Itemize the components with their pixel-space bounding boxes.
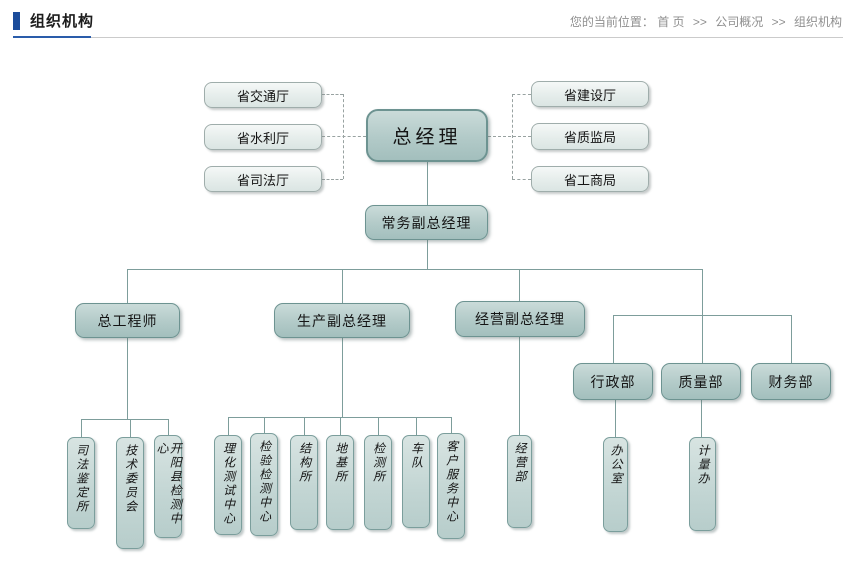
org-node-construction-dept: 省建设厅 <box>531 81 649 107</box>
connector-line <box>615 400 616 437</box>
connector-line <box>416 417 417 435</box>
page-title: 组织机构 <box>30 13 95 30</box>
connector-line <box>340 417 341 435</box>
connector-line <box>702 269 703 363</box>
connector-line <box>264 417 265 433</box>
dashed-connector-line <box>488 136 531 137</box>
org-node-general-manager: 总经理 <box>366 109 488 162</box>
org-node-quality-dept: 质量部 <box>661 363 741 400</box>
org-node-metrology-office: 计量办 <box>689 437 716 531</box>
org-node-customer-service-center: 客户服务中心 <box>437 433 465 539</box>
connector-line <box>127 269 128 303</box>
header-divider <box>91 37 843 38</box>
org-node-inspection-testing-center: 检验检测中心 <box>250 433 278 536</box>
connector-line <box>342 269 343 303</box>
breadcrumb-link-company-profile[interactable]: 公司概况 <box>715 15 764 29</box>
org-node-quality-supervision-bureau: 省质监局 <box>531 123 649 150</box>
org-node-admin-dept: 行政部 <box>573 363 653 400</box>
connector-line <box>127 269 703 270</box>
breadcrumb-link-organization[interactable]: 组织机构 <box>793 15 842 29</box>
connector-line <box>427 162 428 205</box>
org-node-operations-deputy: 经营副总经理 <box>455 301 585 337</box>
dashed-connector-line <box>322 179 343 180</box>
connector-line <box>168 419 169 435</box>
org-node-judicial-appraisal-institute: 司法鉴定所 <box>67 437 95 529</box>
org-node-structure-institute: 结构所 <box>290 435 318 530</box>
connector-line <box>519 337 520 435</box>
dashed-connector-line <box>512 179 531 180</box>
dashed-connector-line <box>322 136 366 137</box>
connector-line <box>130 419 131 437</box>
org-node-testing-institute: 检测所 <box>364 435 392 530</box>
connector-line <box>228 417 451 418</box>
connector-line <box>378 417 379 435</box>
connector-line <box>451 417 452 433</box>
connector-line <box>613 315 614 363</box>
org-node-transport-dept: 省交通厅 <box>204 82 322 108</box>
org-node-kaiyang-testing-center: 开阳县检测中心 <box>154 435 182 538</box>
connector-line <box>304 417 305 435</box>
connector-line <box>81 419 168 420</box>
org-node-vehicle-fleet: 车队 <box>402 435 430 528</box>
connector-line <box>519 269 520 301</box>
org-node-technical-committee: 技术委员会 <box>116 437 144 549</box>
connector-line <box>228 417 229 435</box>
org-node-water-dept: 省水利厅 <box>204 124 322 150</box>
org-node-physchem-testing-center: 理化测试中心 <box>214 435 242 535</box>
dashed-connector-line <box>512 94 513 179</box>
breadcrumb-separator: >> <box>692 15 707 29</box>
breadcrumb: 您的当前位置： 首 页 >> 公司概况 >> 组织机构 <box>570 13 842 30</box>
dashed-connector-line <box>512 94 531 95</box>
dashed-connector-line <box>322 94 343 95</box>
org-node-chief-engineer: 总工程师 <box>75 303 180 338</box>
org-node-business-dept: 经营部 <box>507 435 532 528</box>
breadcrumb-label: 您的当前位置： <box>569 15 654 29</box>
connector-line <box>791 315 792 363</box>
connector-line <box>81 419 82 437</box>
org-node-justice-dept: 省司法厅 <box>204 166 322 192</box>
org-node-finance-dept: 财务部 <box>751 363 831 400</box>
title-accent-bar <box>13 12 20 30</box>
org-node-office: 办公室 <box>603 437 628 532</box>
connector-line <box>701 400 702 437</box>
connector-line <box>613 315 791 316</box>
dashed-connector-line <box>343 94 344 179</box>
connector-line <box>342 338 343 417</box>
org-node-foundation-institute: 地基所 <box>326 435 354 530</box>
connector-line <box>127 338 128 419</box>
connector-line <box>427 240 428 269</box>
breadcrumb-link-home[interactable]: 首 页 <box>657 15 685 29</box>
header-divider-accent <box>13 36 91 38</box>
org-node-deputy-general-manager: 常务副总经理 <box>365 205 488 240</box>
org-node-production-deputy: 生产副总经理 <box>274 303 410 338</box>
breadcrumb-separator: >> <box>771 15 786 29</box>
org-node-industry-commerce-bureau: 省工商局 <box>531 166 649 192</box>
